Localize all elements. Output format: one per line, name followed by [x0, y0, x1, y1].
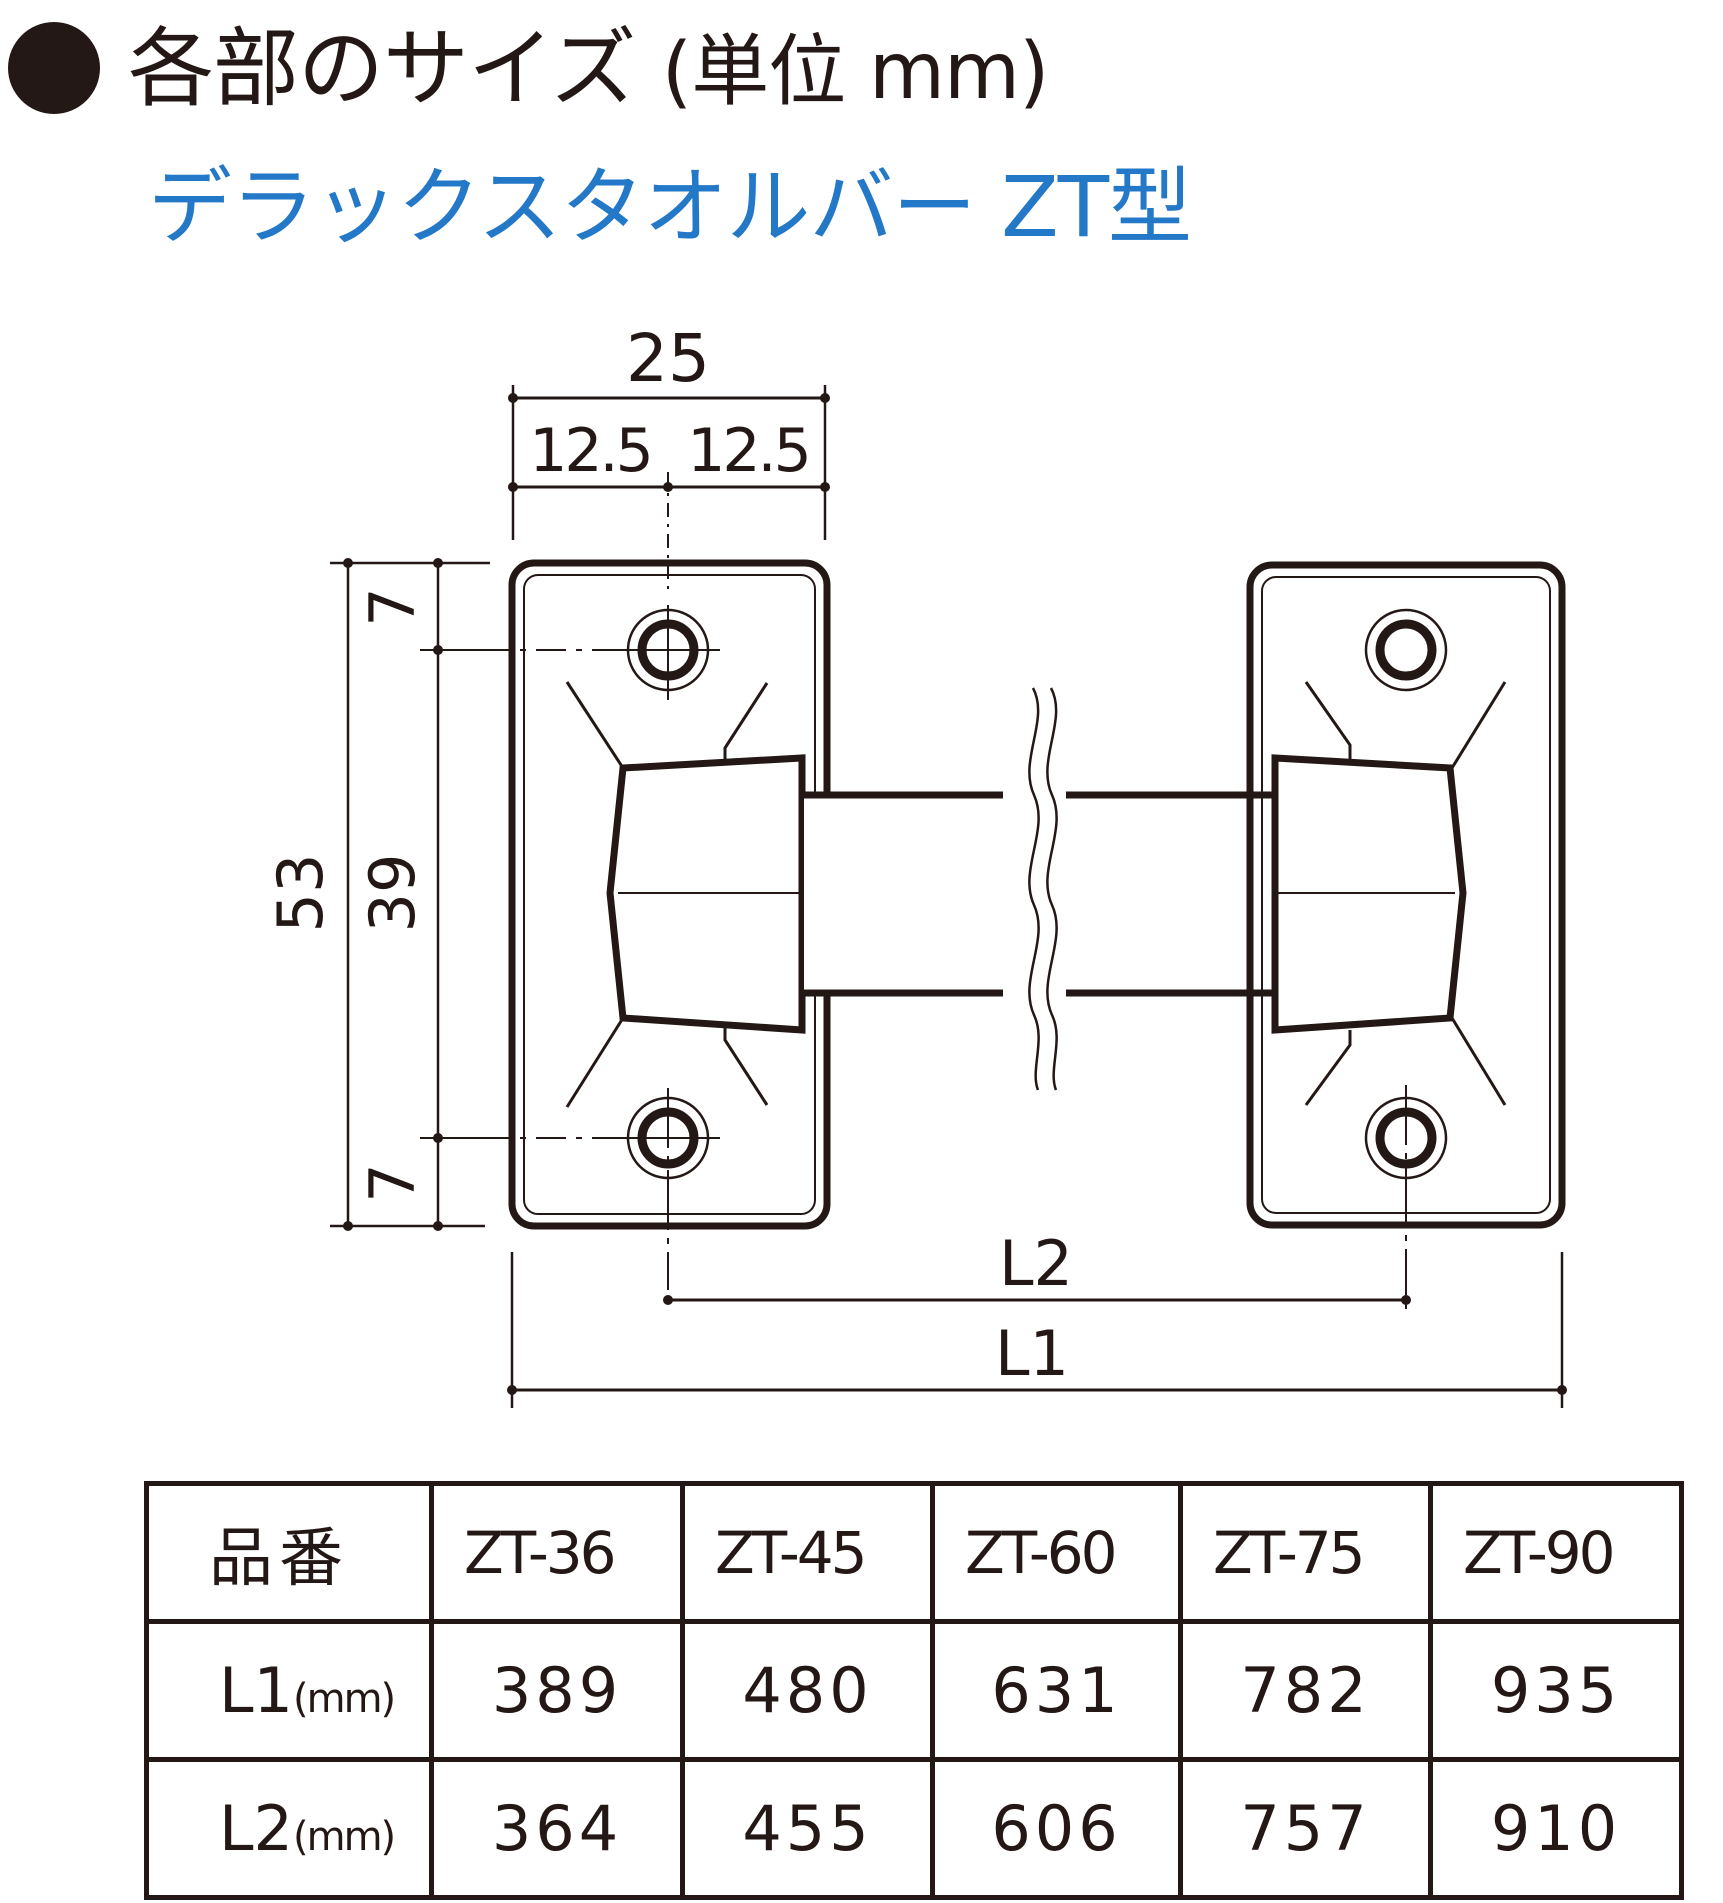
- towel-bar: [804, 687, 1273, 1091]
- row-label-unit: (mm): [293, 1676, 396, 1722]
- value-cell: 455: [680, 1757, 935, 1900]
- value-cell: 389: [429, 1619, 685, 1762]
- table-row: L1(mm) 389 480 631 782 935: [144, 1619, 1684, 1762]
- table-row: L2(mm) 364 455 606 757 910: [144, 1757, 1684, 1900]
- value-cell: 910: [1428, 1757, 1684, 1900]
- model-cell: ZT-45: [680, 1481, 935, 1624]
- dim-top-offset: 7: [356, 587, 429, 626]
- value-cell: 364: [429, 1757, 685, 1900]
- dim-l1-label: L1: [995, 1317, 1069, 1390]
- header-label-cell: 品番: [144, 1481, 434, 1624]
- value-cell: 782: [1178, 1619, 1433, 1762]
- product-subtitle: デラックスタオルバー ZT型: [148, 158, 1192, 256]
- row-label-main: L1: [219, 1654, 293, 1727]
- left-mounting-plate: [508, 559, 831, 1290]
- row-label-main: L2: [219, 1792, 293, 1865]
- value-cell: 631: [930, 1619, 1183, 1762]
- dim-plate-height: 53: [264, 854, 337, 933]
- value-cell: 757: [1178, 1757, 1433, 1900]
- unit-note: (単位 mm): [661, 27, 1050, 117]
- value-cell: 480: [680, 1619, 935, 1762]
- model-cell: ZT-90: [1428, 1481, 1684, 1624]
- model-cell: ZT-36: [429, 1481, 685, 1624]
- size-table: 品番 ZT-36 ZT-45 ZT-60 ZT-75 ZT-90 L1(mm) …: [144, 1481, 1684, 1900]
- row-label-l1: L1(mm): [144, 1619, 434, 1762]
- dim-plate-width: 25: [626, 320, 710, 397]
- row-label-unit: (mm): [293, 1814, 396, 1860]
- dim-hole-pitch: 39: [356, 854, 429, 933]
- right-mounting-plate: [1246, 561, 1566, 1310]
- title-text: 各部のサイズ: [128, 19, 636, 119]
- table-header-row: 品番 ZT-36 ZT-45 ZT-60 ZT-75 ZT-90: [144, 1481, 1684, 1624]
- bullet-icon: [8, 22, 100, 114]
- section-heading: 各部のサイズ (単位 mm): [0, 0, 1723, 140]
- dimension-drawing: 25 12.5 12.5 53 39 7 7 L2 L1: [264, 320, 1567, 1408]
- dim-half-left: 12.5: [529, 416, 651, 486]
- value-cell: 606: [930, 1757, 1183, 1900]
- length-dimensions: [507, 1252, 1567, 1408]
- dim-bottom-offset: 7: [356, 1163, 429, 1202]
- dim-half-right: 12.5: [687, 416, 809, 486]
- row-label-l2: L2(mm): [144, 1757, 434, 1900]
- dim-l2-label: L2: [999, 1227, 1073, 1300]
- value-cell: 935: [1428, 1619, 1684, 1762]
- page-title: 各部のサイズ (単位 mm): [128, 14, 1050, 127]
- model-cell: ZT-60: [930, 1481, 1183, 1624]
- width-dimension: [508, 385, 830, 590]
- model-cell: ZT-75: [1178, 1481, 1433, 1624]
